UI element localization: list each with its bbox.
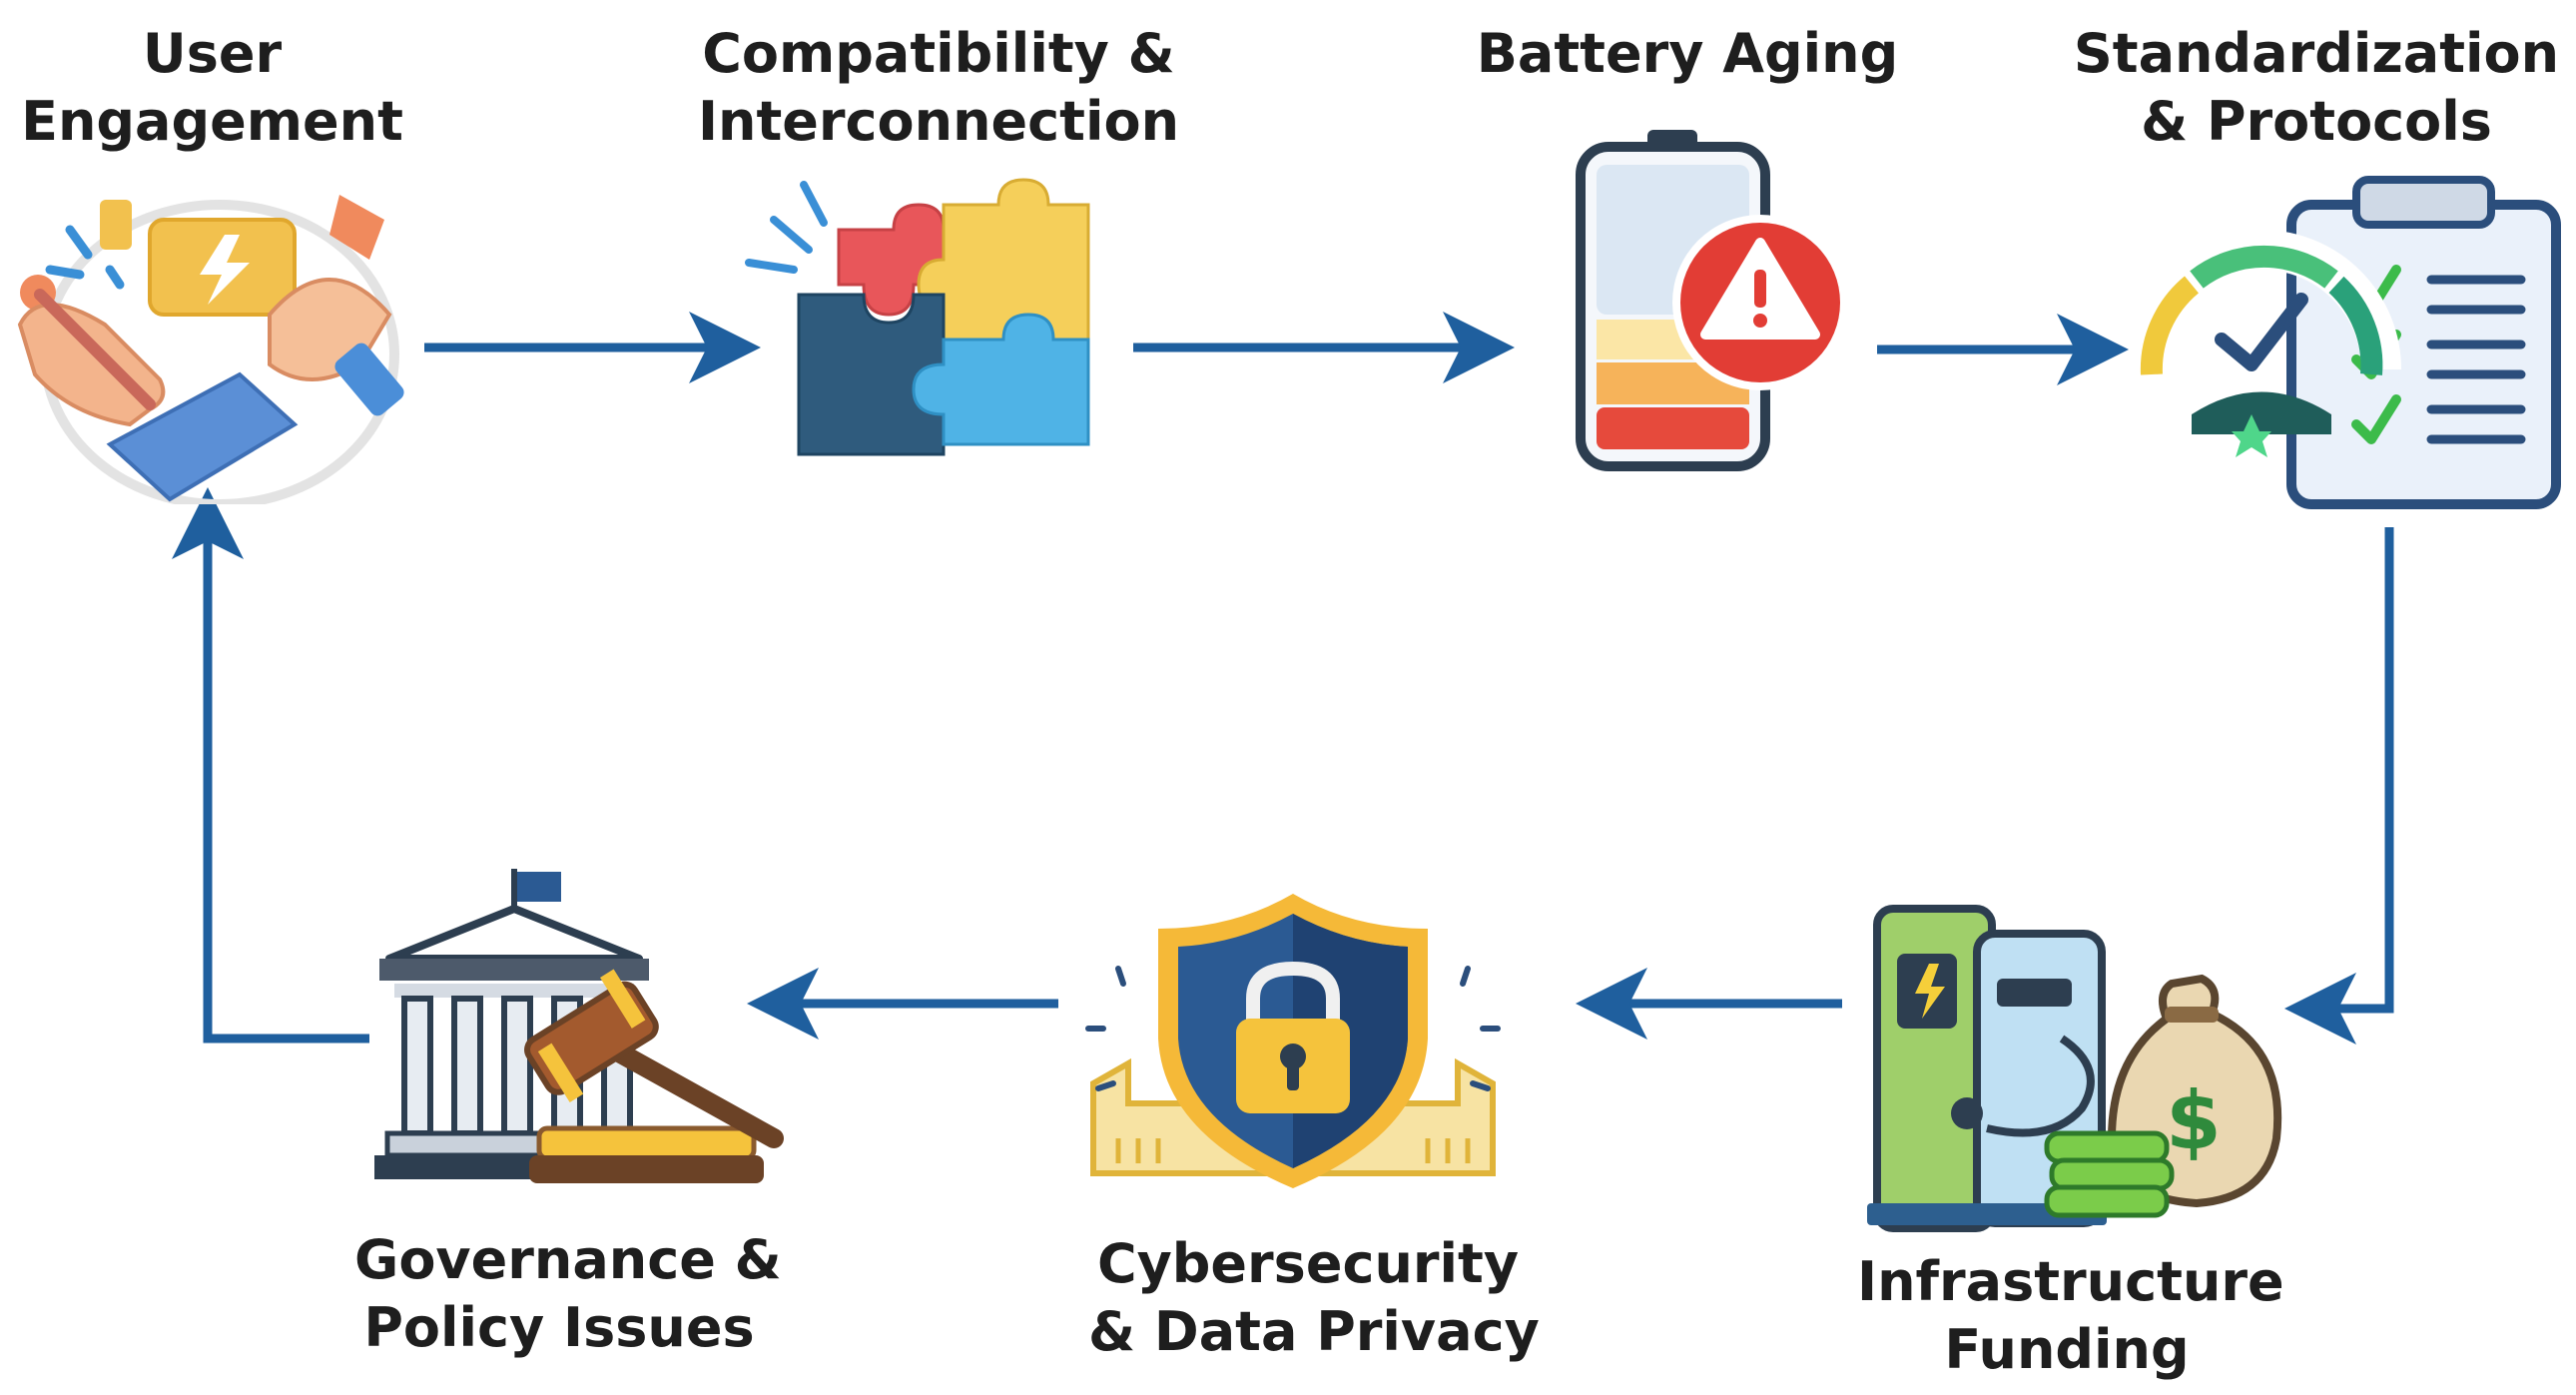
clipboard-gauge-icon [2132,176,2561,509]
label-line: Infrastructure [1857,1250,2284,1313]
label-line: Governance & [354,1228,782,1291]
label-line: User [142,22,283,85]
shield-lock-icon [1085,894,1501,1188]
label-governance: Governance & Policy Issues [354,1226,782,1362]
label-line: Cybersecurity [1096,1232,1520,1295]
label-line: & Data Privacy [1088,1300,1540,1363]
label-standardization: Standardization & Protocols [2067,20,2566,156]
arrow-governance-to-engagement [172,487,369,1044]
hands-lightning-icon [17,195,404,504]
label-infrastructure: Infrastructure Funding [1857,1248,2284,1384]
svg-text:$: $ [2166,1074,2222,1167]
puzzle-icon [745,178,1090,456]
label-line: Interconnection [697,90,1180,153]
label-battery-aging: Battery Aging [1458,20,1917,88]
label-line: & Protocols [2141,90,2492,153]
label-line: Compatibility & [702,22,1175,85]
courthouse-gavel-icon [374,869,784,1183]
label-compatibility: Compatibility & Interconnection [679,20,1198,156]
label-cybersecurity: Cybersecurity & Data Privacy [1088,1230,1540,1366]
arrow-standardization-to-infrastructure [2284,527,2394,1045]
label-line: Standardization [2073,22,2560,85]
battery-warning-icon [1576,130,1848,471]
label-line: Policy Issues [363,1296,755,1359]
label-line: Battery Aging [1476,22,1899,85]
label-line: Engagement [21,90,403,153]
charger-money-icon: $ [1867,905,2282,1232]
label-line: Funding [1944,1318,2190,1381]
label-user-engagement: User Engagement [15,20,409,156]
